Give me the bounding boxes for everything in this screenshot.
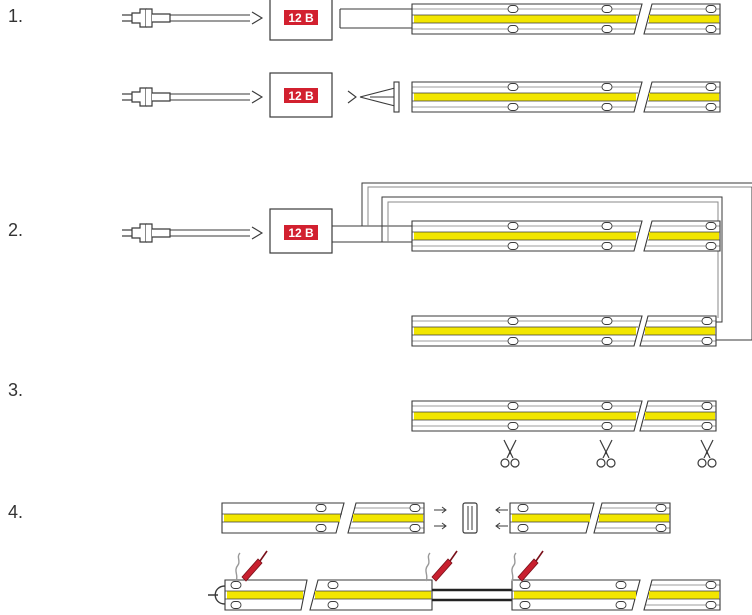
row-2-parallel-wiring: 12 B bbox=[121, 182, 752, 347]
led-strip-segment-end bbox=[643, 579, 721, 611]
psu-badge bbox=[284, 88, 318, 103]
plug-icon bbox=[121, 87, 171, 107]
led-strip-segment bbox=[411, 315, 643, 347]
led-strip-segment-end bbox=[639, 315, 717, 347]
scissors-icon bbox=[596, 439, 616, 468]
strip-clip-connector bbox=[462, 502, 478, 534]
led-strip-segment bbox=[347, 502, 425, 534]
plug-icon bbox=[121, 8, 171, 28]
step-4-label: 4. bbox=[8, 502, 24, 522]
row-3-cutting bbox=[411, 400, 717, 468]
step-3-label: 3. bbox=[8, 380, 24, 400]
psu-label: 12 B bbox=[288, 89, 314, 103]
wire-connector bbox=[393, 81, 400, 113]
led-strip-segment-end bbox=[639, 400, 717, 432]
step-2-label: 2. bbox=[8, 220, 24, 240]
psu-badge bbox=[284, 10, 318, 25]
row-4-clip-connector bbox=[221, 502, 671, 534]
led-strip-segment-end bbox=[643, 220, 721, 252]
led-strip-segment-end bbox=[593, 502, 671, 534]
scissors-icon bbox=[500, 439, 520, 468]
psu-label: 12 B bbox=[288, 226, 314, 240]
step-1-label: 1. bbox=[8, 6, 24, 26]
plug-icon bbox=[121, 223, 171, 243]
soldering-iron-icon bbox=[425, 550, 458, 582]
row-1-plug-psu-connector: 12 B bbox=[121, 72, 721, 118]
led-strip-segment bbox=[411, 400, 643, 432]
led-strip-segment-end bbox=[643, 81, 721, 113]
soldering-iron-icon bbox=[511, 550, 544, 582]
psu-badge bbox=[284, 225, 318, 240]
led-strip-segment bbox=[411, 220, 643, 252]
led-strip-segment bbox=[411, 3, 643, 35]
scissors-icon bbox=[697, 439, 717, 468]
led-strip-segment bbox=[411, 81, 643, 113]
psu-label: 12 B bbox=[288, 11, 314, 25]
row-4-soldering bbox=[208, 550, 721, 611]
led-strip-segment-end bbox=[643, 3, 721, 35]
soldering-iron-icon bbox=[235, 550, 268, 582]
row-1-plug-psu-direct: 12 B bbox=[121, 0, 721, 41]
